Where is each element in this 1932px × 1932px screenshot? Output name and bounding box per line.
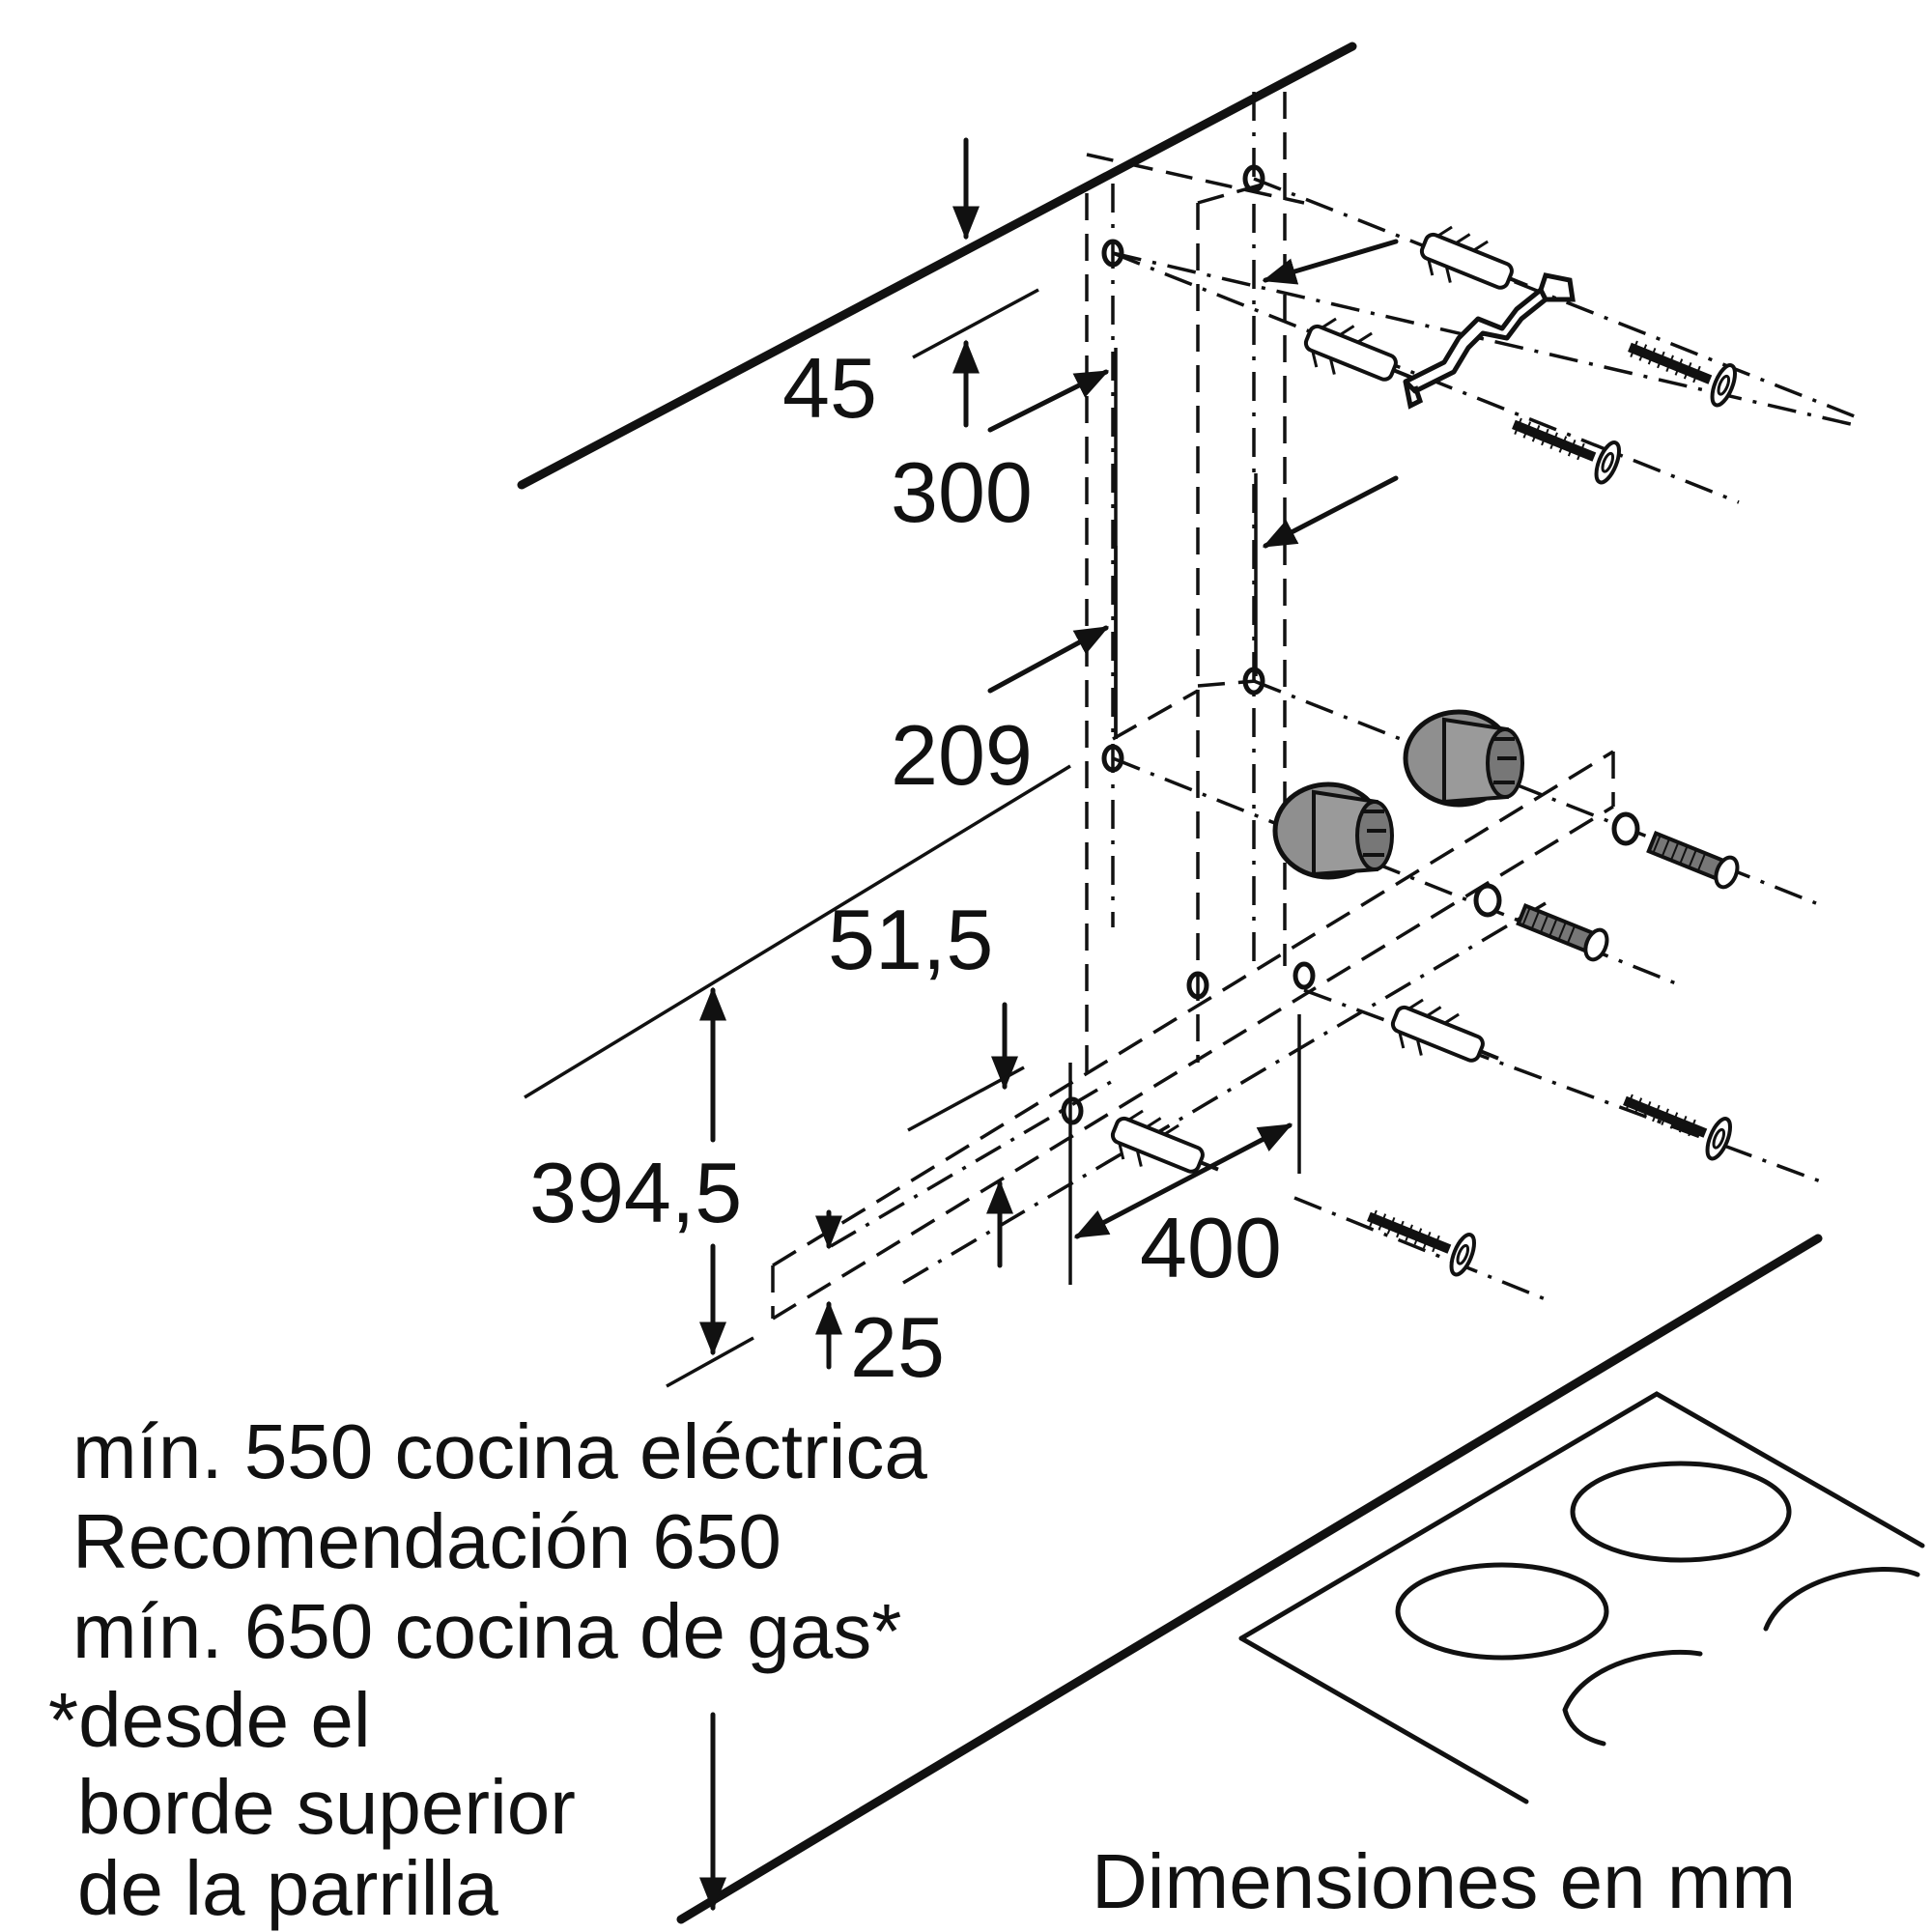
dim-394-5-label: 394,5	[529, 1145, 742, 1240]
footnote-line-1: *desde el	[48, 1677, 371, 1763]
screw-icon	[1512, 417, 1622, 485]
note-recommendation: Recomendación 650	[72, 1498, 781, 1584]
screw-icon	[1628, 340, 1738, 408]
note-electric-min: mín. 550 cocina eléctrica	[72, 1408, 927, 1494]
hood-bottom-line	[524, 764, 1071, 1099]
dim-209-label: 209	[891, 707, 1033, 803]
wall-plug-icon	[1110, 1109, 1219, 1174]
cooktop-icon	[1238, 1391, 1925, 1804]
lower-bracket-outline	[771, 750, 1615, 1321]
ceiling-line	[517, 42, 1357, 490]
hole-icon	[1293, 961, 1316, 990]
mounting-holes	[1061, 164, 1316, 1125]
hole-icon	[1242, 164, 1265, 193]
screw-icon	[1623, 1094, 1733, 1161]
dim-400-label: 400	[1140, 1200, 1282, 1295]
dim-45-label: 45	[782, 340, 877, 436]
units-label: Dimensiones en mm	[1092, 1838, 1796, 1924]
wall-plug-icon	[1303, 317, 1412, 382]
anchor-icon	[1403, 709, 1524, 808]
dim-300-label: 300	[891, 444, 1033, 540]
dimension-arrows	[666, 137, 1399, 1912]
wall-plug-icon	[1419, 225, 1528, 290]
hole-icon	[1061, 1096, 1084, 1125]
anchor-icon	[1272, 781, 1394, 880]
dim-25-label: 25	[850, 1299, 945, 1395]
hole-icon	[1101, 239, 1124, 268]
hole-icon	[1242, 667, 1265, 696]
screw-icon	[1367, 1209, 1477, 1277]
washer-icon	[1473, 811, 1640, 918]
construction-lines	[1085, 92, 1865, 1301]
dim-51-5-label: 51,5	[828, 892, 993, 987]
footnote-line-2: borde superior	[77, 1764, 576, 1850]
footnote-line-3: de la parrilla	[77, 1845, 498, 1931]
hole-icon	[1101, 744, 1124, 773]
wall-bracket-icon	[1403, 272, 1576, 410]
bolt-icon	[1646, 831, 1740, 890]
bolt-icon	[1516, 903, 1609, 962]
wall-plug-icon	[1390, 998, 1499, 1063]
hole-icon	[1186, 971, 1209, 1000]
note-gas-min: mín. 650 cocina de gas*	[72, 1588, 901, 1674]
cooktop-line	[676, 1234, 1823, 1924]
